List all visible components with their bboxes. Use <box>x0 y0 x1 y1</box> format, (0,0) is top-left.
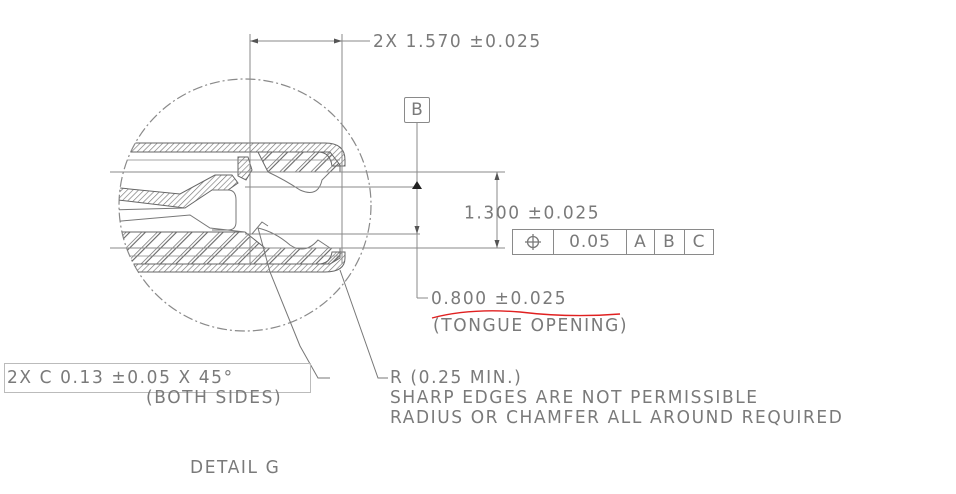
height-dimension-label: 1.300 ±0.025 <box>464 202 601 224</box>
tongue-opening-dimension: 0.800 ±0.025 <box>431 288 568 310</box>
chamfer-note-box <box>4 363 311 393</box>
feature-control-frame: 0.05 A B C <box>512 229 714 255</box>
fcf-tolerance: 0.05 <box>554 230 627 254</box>
tongue-opening-note: (TONGUE OPENING) <box>433 315 629 337</box>
radius-leader <box>339 269 388 379</box>
detail-title: DETAIL G <box>190 457 281 479</box>
datum-b-box: B <box>404 97 430 123</box>
chamfer-note-line1: 2X C 0.13 ±0.05 X 45° <box>7 367 234 389</box>
radius-note-line1: R (0.25 MIN.) <box>390 367 523 389</box>
detail-boundary-circle <box>118 78 372 332</box>
fcf-datum-c: C <box>692 232 706 252</box>
section-geometry <box>119 142 346 273</box>
fcf-datum-a: A <box>627 230 655 254</box>
markup-underline <box>431 310 621 319</box>
radius-note-line2: SHARP EDGES ARE NOT PERMISSIBLE <box>390 387 759 409</box>
position-icon <box>513 230 554 254</box>
radius-note-line3: RADIUS OR CHAMFER ALL AROUND REQUIRED <box>390 407 844 429</box>
width-dimension-label: 2X 1.570 ±0.025 <box>373 31 542 53</box>
fcf-datum-b: B <box>655 230 685 254</box>
chamfer-note-line2: (BOTH SIDES) <box>146 387 283 409</box>
chamfer-leader <box>257 227 330 379</box>
